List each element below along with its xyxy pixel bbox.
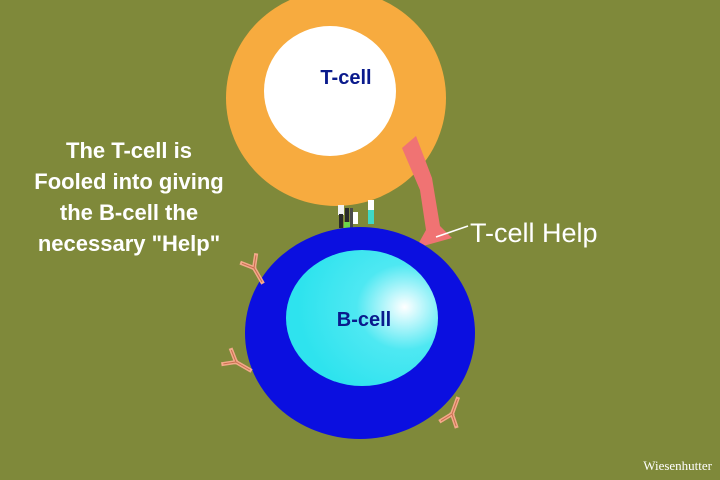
receptor-icon [338,200,374,232]
caption-line: The T-cell is [66,138,192,163]
b-cell-nucleus [286,250,438,386]
b-cell [245,227,475,439]
antibody-icon [438,396,461,429]
antibody-icon [221,347,253,373]
t-cell-nucleus [264,26,396,156]
b-cell-label: B-cell [336,309,392,331]
explanation-caption: The T-cell is Fooled into giving the B-c… [4,135,254,259]
caption-line: Fooled into giving [34,169,224,194]
caption-line: necessary "Help" [37,231,221,256]
t-cell [226,0,446,206]
antibody-icon [239,253,265,285]
caption-line: the B-cell the [59,200,199,225]
t-cell-label: T-cell [320,67,372,89]
author-credit: Wiesenhutter [643,458,712,473]
t-cell-help-label: T-cell Help [470,218,598,248]
help-arrow [402,136,469,248]
